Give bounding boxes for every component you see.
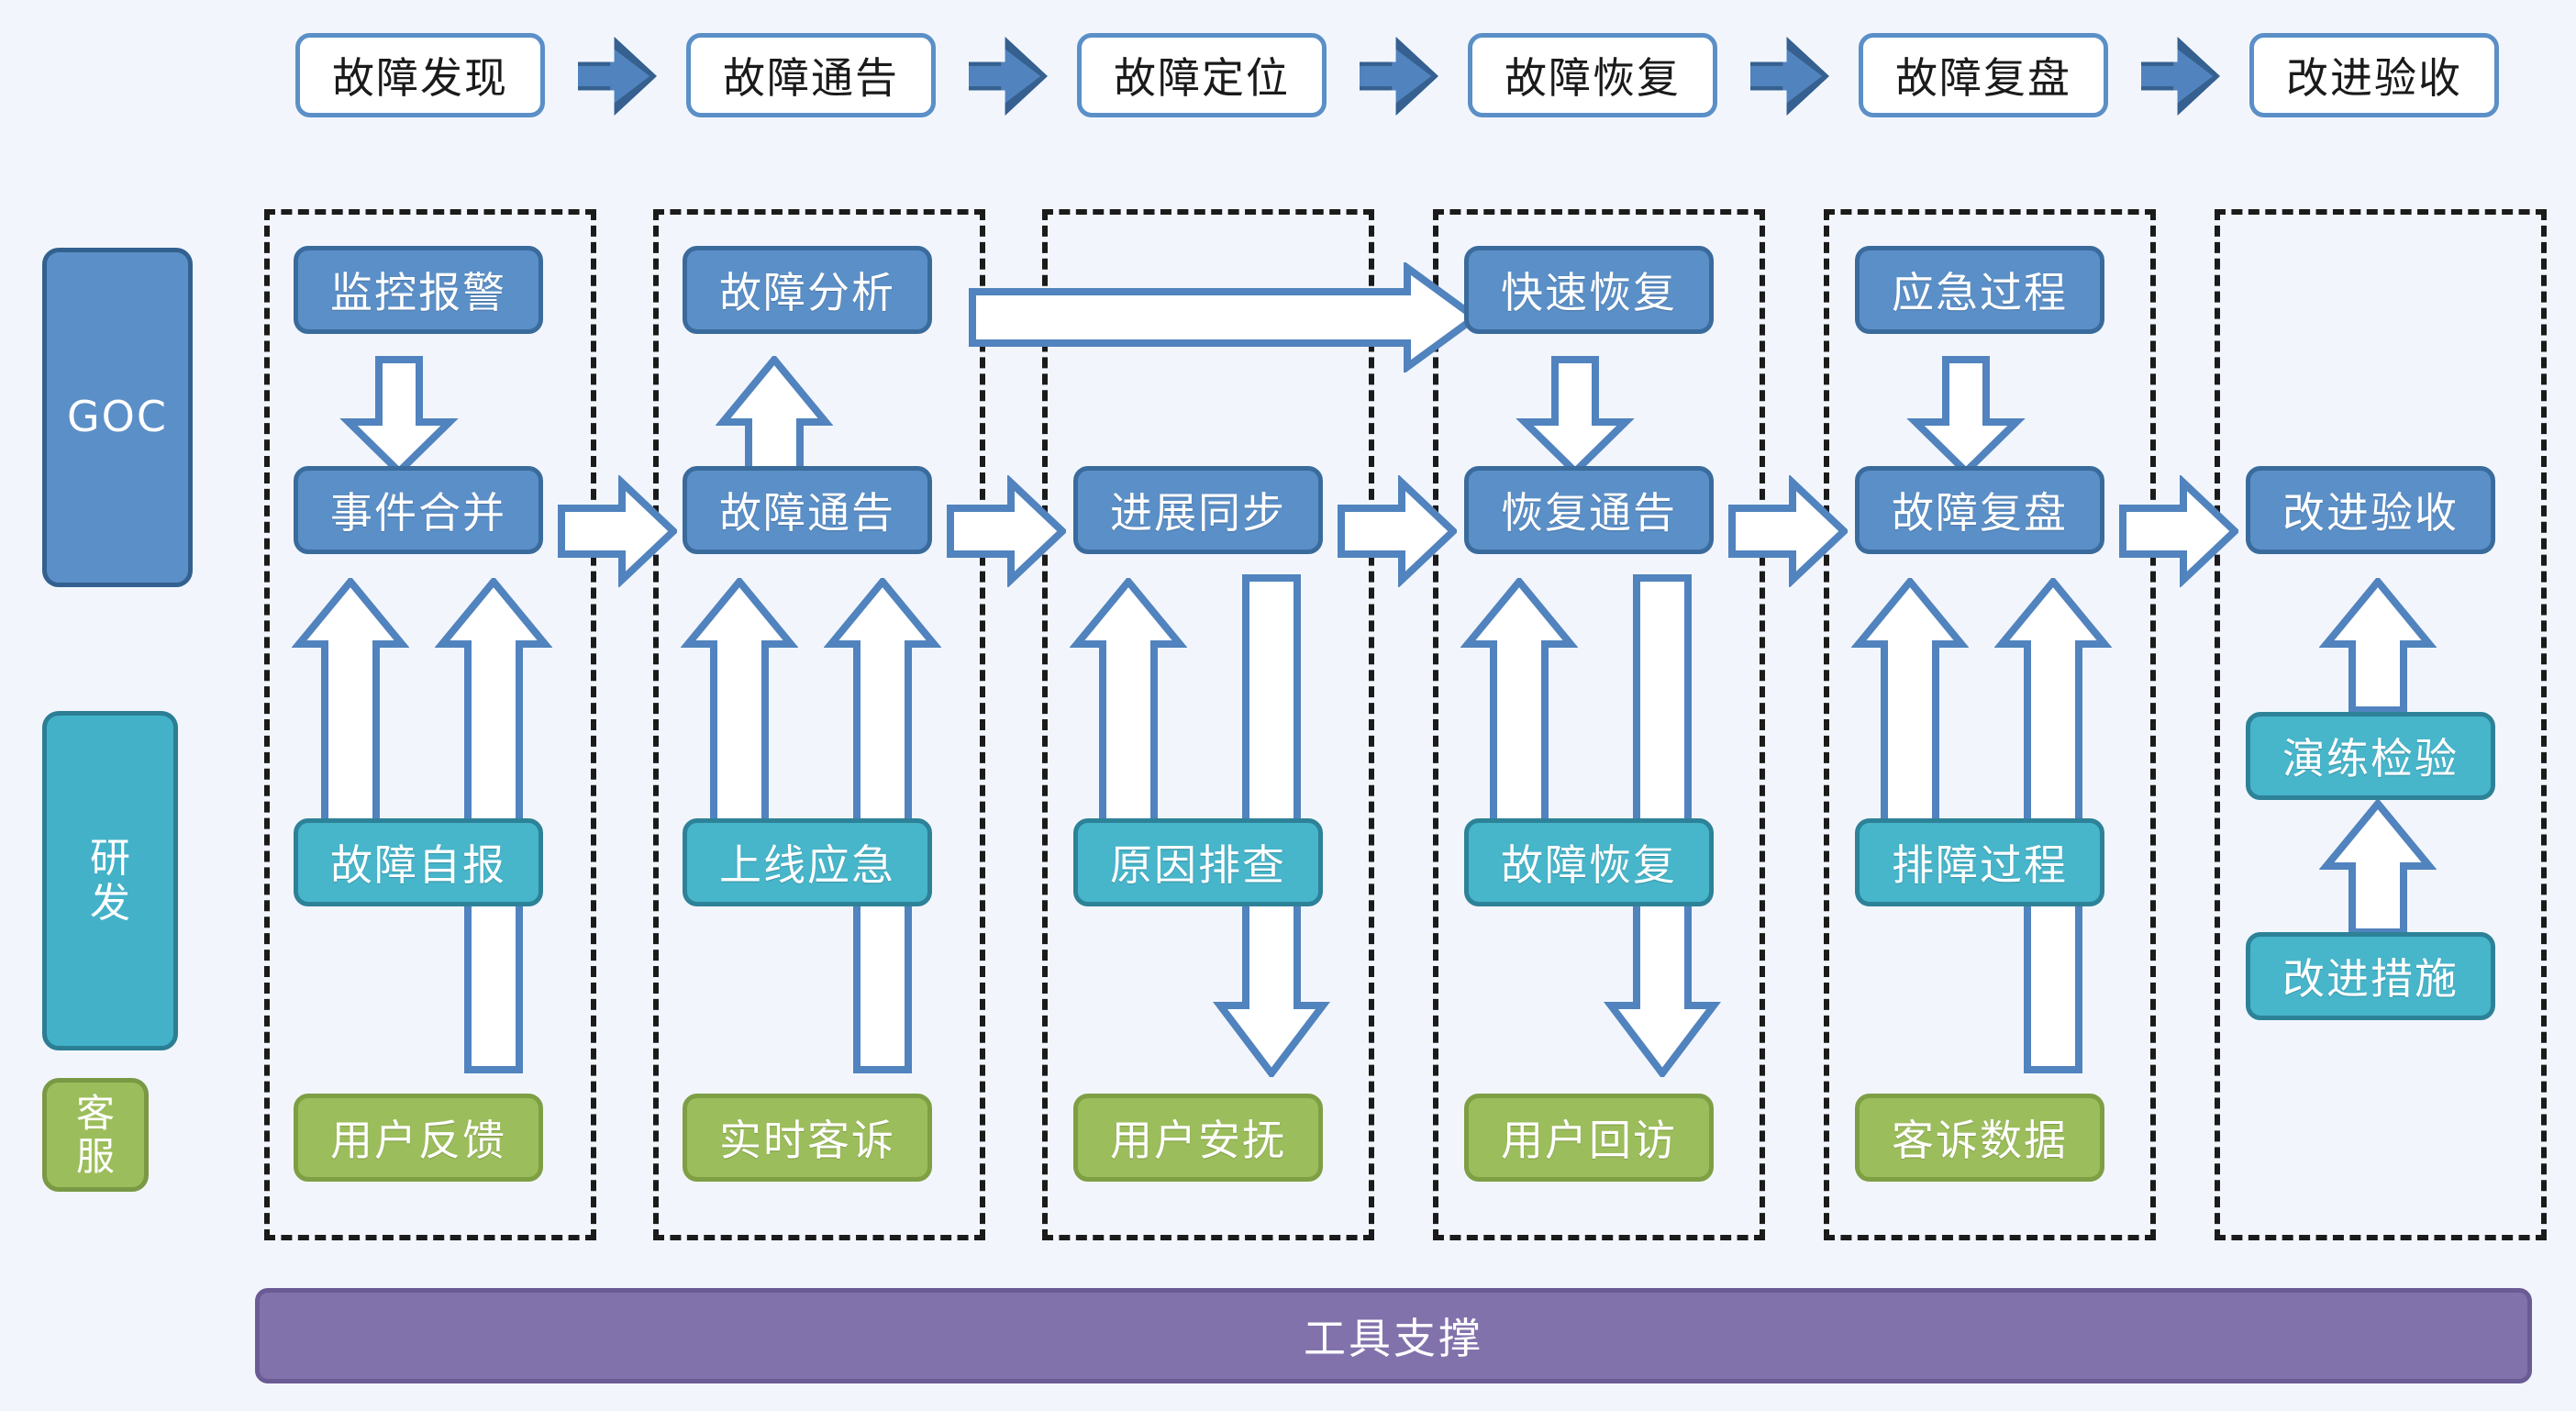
node-label: 原因排查	[1110, 840, 1286, 890]
node-col2-rnd[interactable]: 上线应急	[683, 818, 932, 906]
arrow-up-col2-a	[716, 356, 833, 477]
phase-pill-6[interactable]: 改进验收	[2249, 33, 2499, 117]
chevron-arrow-4-icon	[1750, 37, 1829, 116]
node-label: 应急过程	[1892, 268, 2068, 317]
node-col6-rnd[interactable]: 演练检验	[2246, 712, 2495, 800]
phase-label: 改进验收	[2286, 53, 2462, 103]
node-label: 排障过程	[1892, 840, 2068, 890]
node-col4-cs[interactable]: 用户回访	[1464, 1094, 1714, 1182]
swimlane-column-5	[1824, 209, 2156, 1240]
node-col2-goc-main[interactable]: 故障通告	[683, 466, 932, 554]
phase-pill-3[interactable]: 故障定位	[1077, 33, 1327, 117]
node-col4-goc-main[interactable]: 恢复通告	[1464, 466, 1714, 554]
arrow-up-col1-left	[292, 578, 409, 853]
swimlane-column-3	[1042, 209, 1374, 1240]
phase-label: 故障定位	[1114, 53, 1290, 103]
node-col1-rnd[interactable]: 故障自报	[294, 818, 543, 906]
node-col5-rnd[interactable]: 排障过程	[1855, 818, 2104, 906]
node-col5-cs[interactable]: 客诉数据	[1855, 1094, 2104, 1182]
arrow-right-col3-col4	[1338, 475, 1457, 587]
node-label: 上线应急	[719, 840, 895, 890]
phase-pill-1[interactable]: 故障发现	[295, 33, 545, 117]
node-label: 快速恢复	[1501, 268, 1677, 317]
arrow-up-col3-left	[1070, 578, 1187, 853]
chevron-arrow-2-icon	[969, 37, 1048, 116]
node-col1-goc-main[interactable]: 事件合并	[294, 466, 543, 554]
node-label: 故障自报	[330, 840, 506, 890]
arrow-right-col4-col5	[1728, 475, 1848, 587]
arrow-up-col6-a	[2319, 578, 2437, 714]
toolbar-label: 工具支撑	[1304, 1314, 1483, 1363]
node-label: 演练检验	[2282, 734, 2459, 783]
node-col6-rnd2[interactable]: 改进措施	[2246, 932, 2495, 1020]
node-col5-goc-main[interactable]: 故障复盘	[1855, 466, 2104, 554]
role-label-cs-line2: 服	[75, 1134, 115, 1179]
swimlane-column-1	[264, 209, 596, 1240]
node-label: 改进措施	[2282, 954, 2459, 1004]
node-label: 事件合并	[330, 488, 506, 538]
toolbar-support-bar[interactable]: 工具支撑	[255, 1288, 2532, 1383]
node-label: 故障恢复	[1501, 840, 1677, 890]
role-label-goc: GOC	[67, 392, 168, 442]
node-col1-goc-top[interactable]: 监控报警	[294, 246, 543, 334]
phase-label: 故障发现	[332, 53, 508, 103]
node-col2-goc-top[interactable]: 故障分析	[683, 246, 932, 334]
node-col6-goc-main[interactable]: 改进验收	[2246, 466, 2495, 554]
role-label-cs-line1: 客	[75, 1090, 115, 1136]
node-label: 故障通告	[719, 488, 895, 538]
arrow-right-col2-col3	[947, 475, 1066, 587]
arrow-up-col4-left	[1460, 578, 1578, 853]
arrow-right-col1-col2	[558, 475, 677, 587]
node-label: 客诉数据	[1892, 1116, 2068, 1165]
node-label: 用户回访	[1501, 1116, 1677, 1165]
node-col4-rnd[interactable]: 故障恢复	[1464, 818, 1714, 906]
phase-label: 故障恢复	[1505, 53, 1681, 103]
arrow-up-col2-left	[681, 578, 798, 853]
node-col2-cs[interactable]: 实时客诉	[683, 1094, 932, 1182]
swimlane-column-4	[1433, 209, 1765, 1240]
node-col1-cs[interactable]: 用户反馈	[294, 1094, 543, 1182]
role-label-rnd-line2: 发	[90, 880, 130, 927]
node-label: 用户安抚	[1110, 1116, 1286, 1165]
arrow-down-col1-a	[339, 356, 459, 475]
arrow-up-col6-b	[2319, 800, 2437, 936]
chevron-arrow-1-icon	[578, 37, 657, 116]
phase-label: 故障通告	[723, 53, 899, 103]
arrow-down-col4-a	[1516, 356, 1635, 475]
node-label: 故障复盘	[1892, 488, 2068, 538]
phase-pill-2[interactable]: 故障通告	[686, 33, 936, 117]
node-label: 用户反馈	[330, 1116, 506, 1165]
arrow-up-col5-left	[1851, 578, 1969, 853]
chevron-arrow-3-icon	[1360, 37, 1438, 116]
node-label: 恢复通告	[1501, 488, 1677, 538]
role-chip-cs: 客 服	[42, 1078, 149, 1192]
node-col3-goc-main[interactable]: 进展同步	[1073, 466, 1323, 554]
arrow-right-col5-col6	[2119, 475, 2238, 587]
node-col4-goc-top[interactable]: 快速恢复	[1464, 246, 1714, 334]
phase-pill-4[interactable]: 故障恢复	[1468, 33, 1717, 117]
arrow-right-analysis-to-recovery	[969, 262, 1479, 372]
node-col3-rnd[interactable]: 原因排查	[1073, 818, 1323, 906]
node-col5-goc-top[interactable]: 应急过程	[1855, 246, 2104, 334]
node-label: 故障分析	[719, 268, 895, 317]
node-col3-cs[interactable]: 用户安抚	[1073, 1094, 1323, 1182]
node-label: 改进验收	[2282, 488, 2459, 538]
swimlane-column-2	[653, 209, 985, 1240]
node-label: 监控报警	[330, 268, 506, 317]
arrow-down-col5-a	[1906, 356, 2026, 475]
phase-pill-5[interactable]: 故障复盘	[1859, 33, 2108, 117]
phase-label: 故障复盘	[1895, 53, 2071, 103]
node-label: 实时客诉	[719, 1116, 895, 1165]
role-label-rnd-line1: 研	[90, 834, 130, 882]
role-chip-goc: GOC	[42, 248, 193, 587]
chevron-arrow-5-icon	[2141, 37, 2220, 116]
role-chip-rnd: 研 发	[42, 711, 178, 1050]
node-label: 进展同步	[1110, 488, 1286, 538]
swimlane-column-6	[2215, 209, 2547, 1240]
